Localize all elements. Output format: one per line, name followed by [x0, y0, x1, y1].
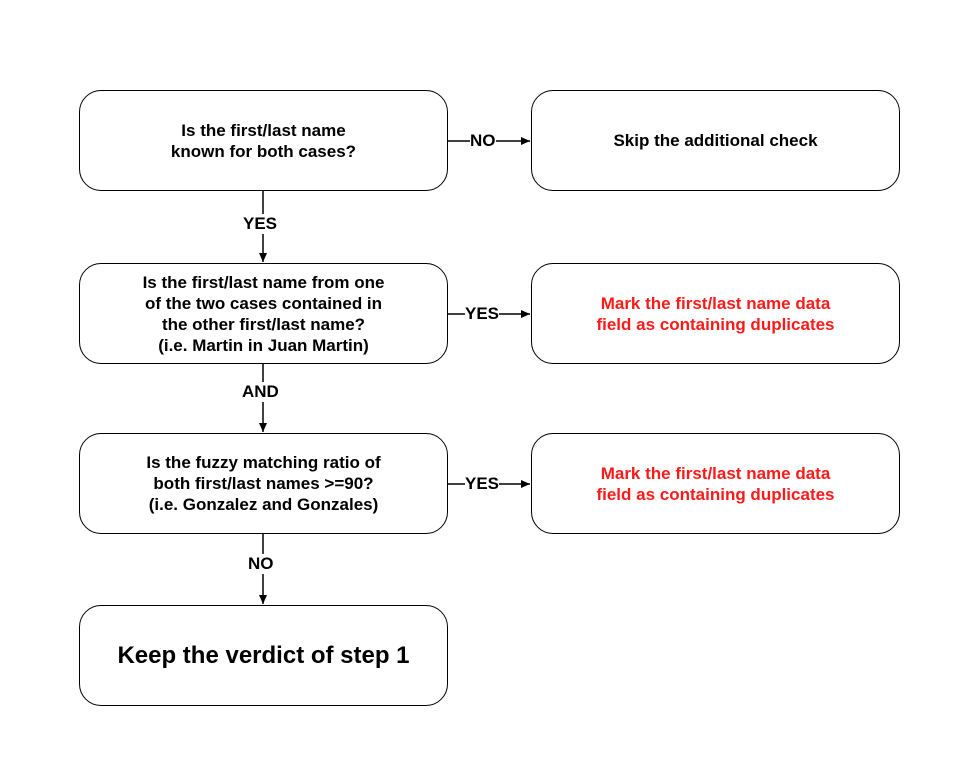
decision-names-known: Is the first/last name known for both ca…: [79, 90, 448, 191]
node-text: Mark the first/last name data: [600, 293, 831, 313]
node-text: field as containing duplicates: [596, 314, 835, 334]
node-text: of the two cases contained in: [144, 293, 383, 313]
node-text: Skip the additional check: [613, 131, 818, 150]
node-text: field as containing duplicates: [596, 484, 835, 504]
node-text: Is the first/last name: [181, 120, 346, 140]
node-text: (i.e. Gonzalez and Gonzales): [148, 495, 379, 514]
node-text: the other first/last name?: [161, 314, 366, 334]
node-text: Mark the first/last name data: [600, 463, 831, 483]
label-q1-yes: YES: [243, 214, 278, 234]
node-text: both first/last names >=90?: [153, 474, 374, 493]
node-text: Keep the verdict of step 1: [117, 641, 410, 669]
label-q3-yes: YES: [465, 474, 500, 494]
node-text: known for both cases?: [170, 141, 357, 161]
action-skip-check: Skip the additional check: [531, 90, 900, 191]
node-text: (i.e. Martin in Juan Martin): [158, 335, 369, 355]
node-text: Is the fuzzy matching ratio of: [146, 453, 381, 472]
decision-name-contained: Is the first/last name from one of the t…: [79, 263, 448, 364]
action-keep-verdict: Keep the verdict of step 1: [79, 605, 448, 706]
label-q1-no: NO: [470, 131, 496, 151]
action-mark-duplicates-1: Mark the first/last name data field as c…: [531, 263, 900, 364]
action-mark-duplicates-2: Mark the first/last name data field as c…: [531, 433, 900, 534]
node-text: Is the first/last name from one: [142, 272, 385, 292]
label-q2-and: AND: [242, 382, 279, 402]
label-q2-yes: YES: [465, 304, 500, 324]
label-q3-no: NO: [248, 554, 274, 574]
decision-fuzzy-ratio: Is the fuzzy matching ratio of both firs…: [79, 433, 448, 534]
